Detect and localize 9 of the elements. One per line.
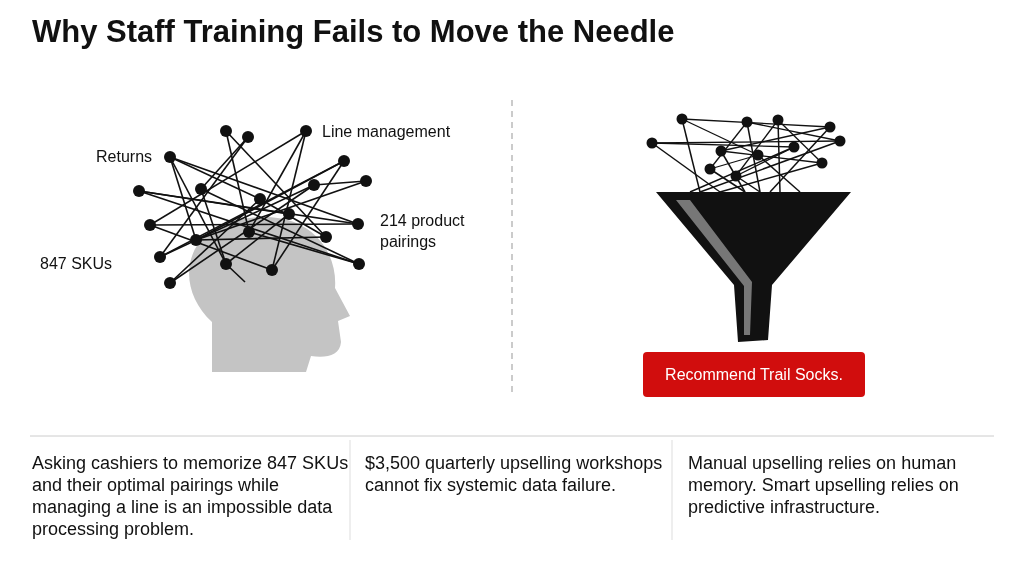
callout-label: 214 product pairings [380, 211, 466, 252]
title: Why Staff Training Fails to Move the Needle [32, 14, 675, 50]
callout-label: Returns [96, 147, 153, 167]
callout-label: Line management [322, 122, 451, 142]
callout-label: 847 SKUs [40, 254, 113, 274]
body-text: Manual upselling relies on human memory. Smart upselling relies on predictive infrastructure. [688, 452, 960, 518]
body-text: $3,500 quarterly upselling workshops cannot fix systemic data failure. [365, 452, 664, 496]
recommendation-box: Recommend Trail Socks. [643, 352, 865, 397]
body-text: Asking cashiers to memorize 847 SKUs and their optimal pairings while managing a line is an impossible data processing problem. [32, 452, 350, 540]
